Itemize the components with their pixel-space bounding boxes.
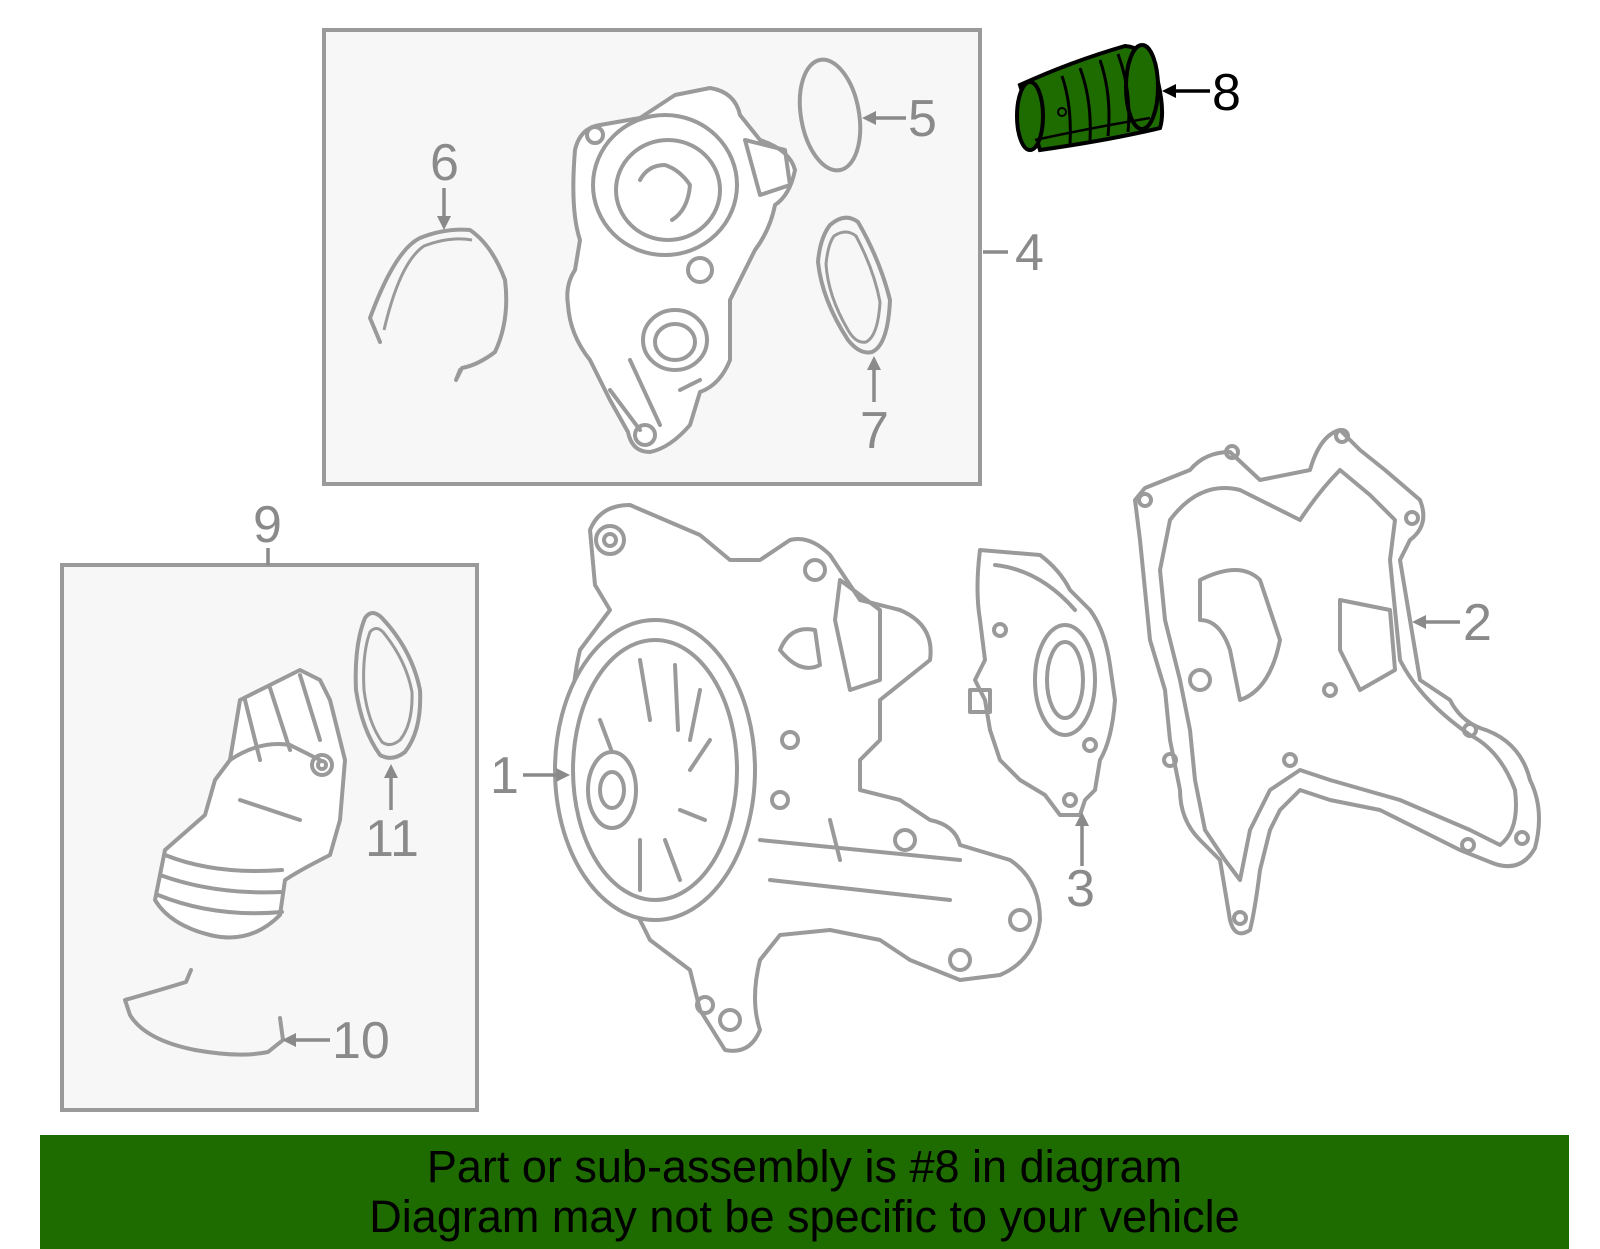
part-6-clip[interactable] <box>368 227 509 382</box>
callout-7: 7 <box>860 356 889 460</box>
part-2-gasket[interactable] <box>1133 428 1541 936</box>
callout-8-highlighted[interactable]: 8 <box>1162 64 1241 122</box>
svg-text:6: 6 <box>430 134 459 192</box>
info-banner-bg <box>40 1135 1569 1249</box>
callout-1: 1 <box>490 747 570 805</box>
banner-line-1: Part or sub-assembly is #8 in diagram <box>426 1141 1183 1192</box>
svg-text:1: 1 <box>490 747 519 805</box>
svg-text:2: 2 <box>1463 594 1492 652</box>
svg-text:3: 3 <box>1066 860 1095 918</box>
callout-2: 2 <box>1412 594 1492 652</box>
part-11-gasket[interactable] <box>353 611 423 760</box>
banner-line-2: Diagram may not be specific to your vehi… <box>369 1191 1240 1242</box>
svg-text:9: 9 <box>253 496 282 554</box>
svg-text:11: 11 <box>365 810 419 868</box>
svg-text:5: 5 <box>908 90 937 148</box>
part-8-hose-highlighted[interactable] <box>1015 43 1165 153</box>
svg-text:7: 7 <box>860 402 889 460</box>
part-9-outlet-pipe[interactable] <box>153 668 347 940</box>
callout-11: 11 <box>365 764 419 868</box>
part-4-thermostat-housing[interactable] <box>565 86 797 454</box>
callout-4: 4 <box>983 224 1044 282</box>
callout-10: 10 <box>282 1012 390 1070</box>
callout-3: 3 <box>1066 812 1095 918</box>
part-3-cover[interactable] <box>968 548 1117 817</box>
part-1-water-pump[interactable] <box>553 503 1042 1053</box>
callout-5: 5 <box>862 90 937 148</box>
svg-text:10: 10 <box>332 1012 390 1070</box>
callout-9: 9 <box>253 496 282 565</box>
part-5-o-ring[interactable] <box>792 55 869 175</box>
part-7-gasket[interactable] <box>816 215 892 355</box>
svg-text:8: 8 <box>1212 64 1241 122</box>
part-10-seal[interactable] <box>123 968 285 1057</box>
info-banner: Part or sub-assembly is #8 in diagram Di… <box>40 1135 1569 1249</box>
callout-6: 6 <box>430 134 459 230</box>
svg-text:4: 4 <box>1015 224 1044 282</box>
